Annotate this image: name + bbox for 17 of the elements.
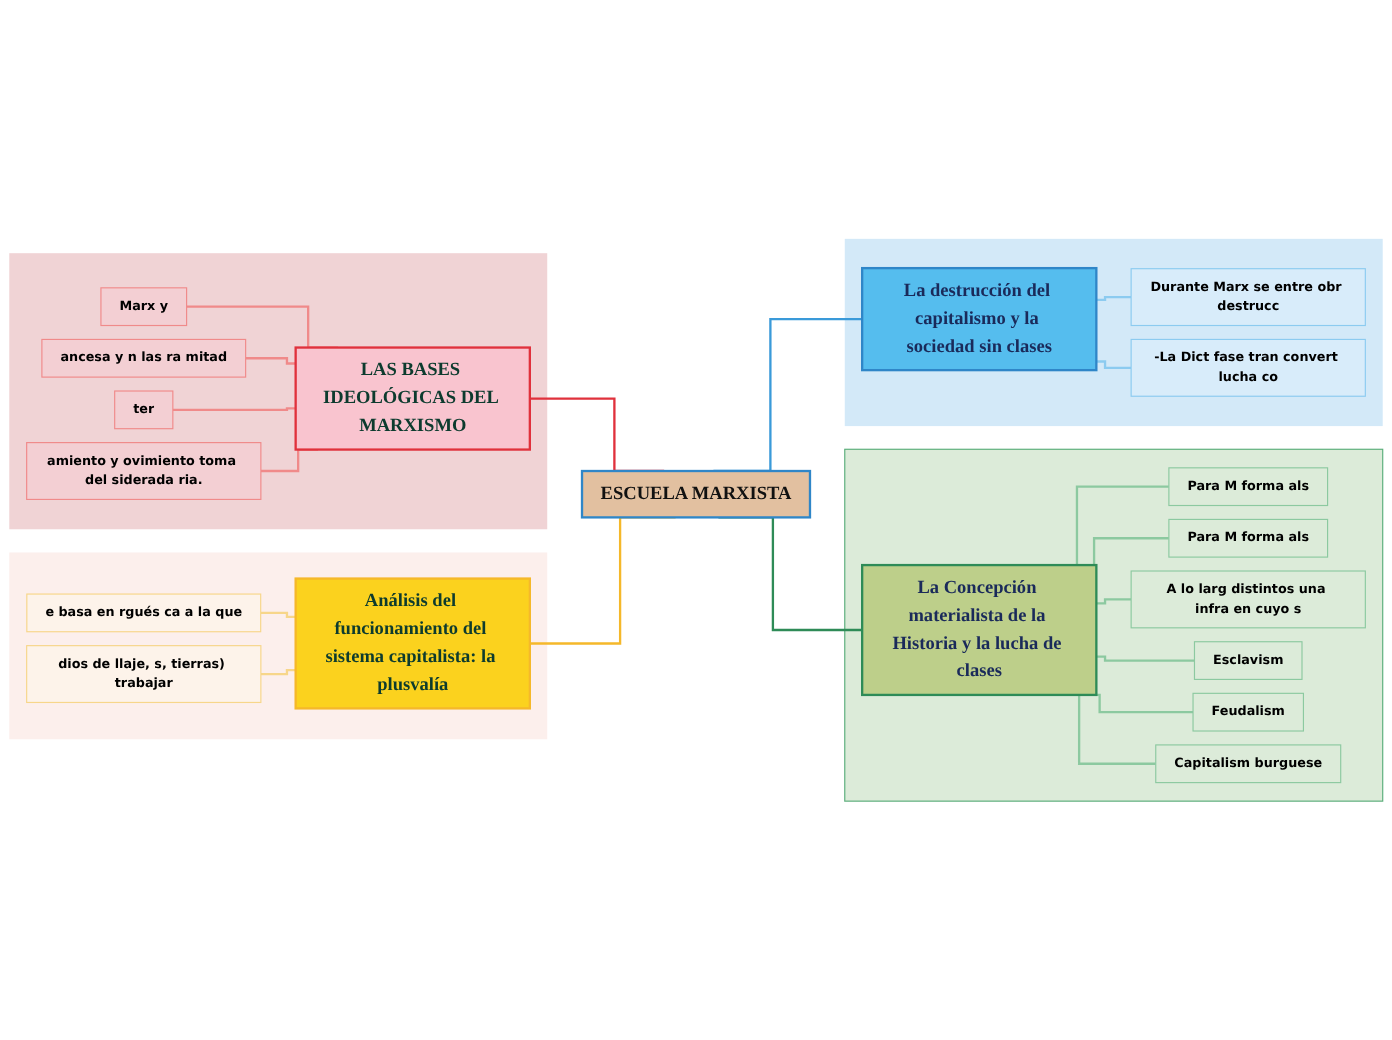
cluster [9,552,548,740]
connector [260,611,296,618]
cluster [9,253,548,530]
node-box: ESCUELA MARXISTA [580,469,812,519]
connector [1096,295,1132,302]
cluster [844,238,1383,427]
connector [172,407,296,412]
connector [1096,360,1132,369]
connector [260,668,296,676]
node-box: La destrucción del capitalismo y la sociedad sin clases [861,266,1098,372]
connector [245,357,296,365]
node-box: La Concepción materialista de la Historia y la lucha de clases [861,563,1098,697]
connector [1096,598,1132,605]
node-box: LAS BASES IDEOLÓGICAS DEL MARXISMO [294,346,531,451]
cluster [844,448,1384,802]
node-box: Análisis del funcionamiento del sistema capitalista: la plusvalía [294,577,531,710]
connector [1096,655,1195,662]
